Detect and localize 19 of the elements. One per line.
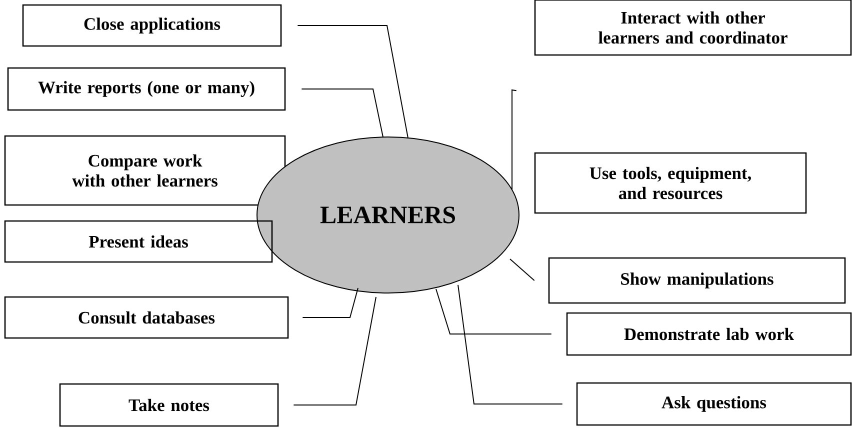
- connector-line: [512, 89, 517, 190]
- activity-box: Write reports (one or many): [7, 67, 286, 111]
- activity-box: Demonstrate lab work: [566, 312, 852, 356]
- activity-box: Consult databases: [4, 296, 289, 339]
- connector-line: [458, 284, 563, 404]
- connector-line: [301, 88, 384, 138]
- activity-box: Ask questions: [576, 382, 852, 426]
- activity-box: Interact with other learners and coordinator: [534, 0, 852, 56]
- activity-box: Take notes: [59, 383, 279, 427]
- connector-line: [297, 25, 408, 138]
- connector-line: [510, 258, 535, 281]
- connector-line: [293, 296, 376, 406]
- activity-box: Present ideas: [4, 220, 273, 263]
- activity-box: Compare work with other learners: [4, 135, 286, 206]
- activity-box: Close applications: [22, 4, 282, 47]
- activity-box: Show manipulations: [548, 257, 846, 304]
- activity-box: Use tools, equipment, and resources: [534, 152, 807, 214]
- connector-line: [302, 288, 358, 318]
- connector-line: [436, 288, 552, 334]
